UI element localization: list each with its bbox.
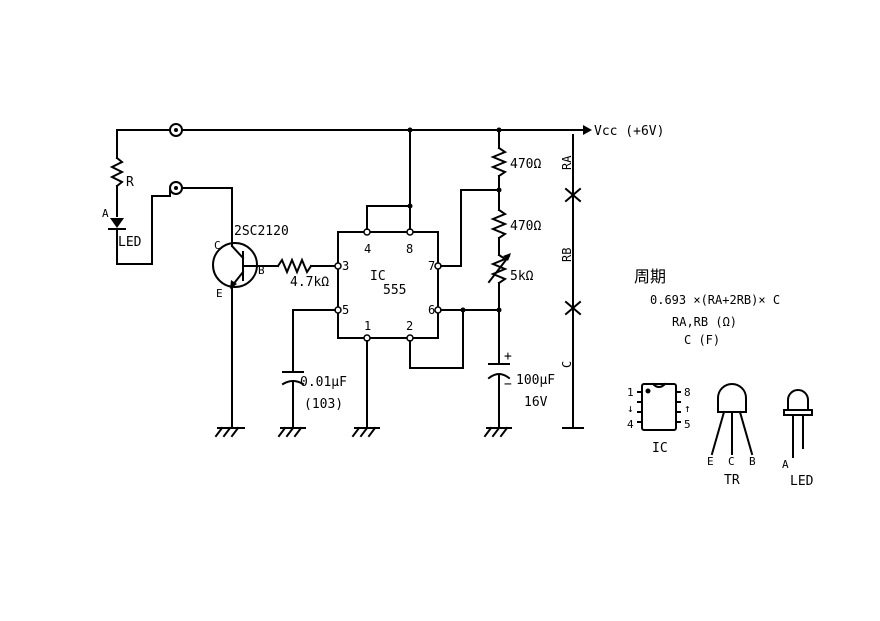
ground-pin1: [351, 426, 380, 438]
control-cap-value: 0.01μF: [300, 375, 347, 390]
led-symbol: [108, 189, 171, 265]
resistor-base-label: 4.7kΩ: [290, 275, 329, 290]
resistor-ra: [490, 127, 508, 211]
trigger-threshold-wiring: [409, 307, 502, 369]
ic-number: 555: [383, 283, 406, 298]
ic-pinout-left-3: 4: [627, 418, 634, 431]
vcc-label: Vcc (+6V): [594, 124, 664, 139]
transistor-pinout-b: B: [749, 455, 756, 468]
variable-resistor-label: 5kΩ: [510, 269, 534, 284]
resistor-base: [276, 257, 339, 275]
ic-pin-3: 3: [342, 259, 349, 273]
transistor-label: 2SC2120: [234, 224, 289, 239]
ic-name: IC: [370, 269, 386, 284]
ic-pin-6: 6: [428, 303, 435, 317]
transistor-pinout-e: E: [707, 455, 714, 468]
dimension-ra: RA: [560, 155, 574, 170]
formula-units-r: RA,RB (Ω): [672, 315, 737, 329]
resistor-ra-label: 470Ω: [510, 157, 541, 172]
dimension-c: C: [560, 361, 574, 368]
terminal-top: [169, 123, 183, 137]
timing-cap: [487, 363, 511, 429]
transistor-pin-b: B: [258, 264, 265, 277]
transistor-pinout-icon: [710, 383, 754, 456]
ic-supply-wiring: [366, 127, 413, 230]
resistor-rb: [490, 208, 508, 256]
control-cap-code: (103): [304, 397, 343, 412]
formula-title: 周期: [634, 267, 666, 286]
ic-pinout-left-2: ↓: [627, 402, 634, 415]
transistor-pin-e: E: [216, 287, 223, 300]
resistor-r: [109, 129, 125, 217]
transistor-pinout-c: C: [728, 455, 735, 468]
transistor-pinout-label: TR: [724, 473, 740, 488]
ic-pinout-right-3: 5: [684, 418, 691, 431]
dimension-rb: RB: [560, 248, 574, 262]
dimension-line: [562, 134, 584, 429]
led-pinout-anode: A: [782, 458, 789, 471]
formula-units-c: C (F): [684, 333, 720, 347]
formula-expression: 0.693 ×(RA+2RB)× C: [650, 293, 780, 307]
ground-control-cap: [277, 426, 306, 438]
ic-pin-5: 5: [342, 303, 349, 317]
led-pinout-icon: [783, 389, 813, 458]
resistor-r-label: R: [126, 175, 134, 190]
led-pinout-label: LED: [790, 474, 814, 489]
ic-pinout-icon: [637, 382, 681, 431]
ic-pinout-right-1: 8: [684, 386, 691, 399]
transistor-pin-c: C: [214, 239, 221, 252]
transistor-symbol: [181, 187, 279, 429]
led-label: LED: [118, 235, 142, 250]
terminal-bottom: [169, 181, 183, 195]
ic-pinout-label: IC: [652, 441, 668, 456]
ic-pin-8: 8: [406, 242, 413, 256]
timing-cap-value: 100μF: [516, 373, 555, 388]
ground-transistor: [214, 426, 245, 438]
ic-555-body: [337, 231, 439, 339]
control-cap: [281, 309, 336, 429]
ground-timing-cap: [483, 426, 512, 438]
ic-pin-1: 1: [364, 319, 371, 333]
led-anode-label: A: [102, 207, 109, 220]
discharge-wiring: [440, 187, 502, 267]
timing-cap-voltage: 16V: [524, 395, 548, 410]
timing-cap-minus: −: [504, 377, 512, 392]
timing-cap-plus: +: [504, 349, 512, 364]
ic-pin-4: 4: [364, 242, 371, 256]
ic-pinout-left-1: 1: [627, 386, 634, 399]
ic-pin-7: 7: [428, 259, 435, 273]
ic-pin-2: 2: [406, 319, 413, 333]
vcc-rail: [116, 125, 592, 135]
ic-pinout-right-2: ↑: [684, 402, 691, 415]
resistor-rb-label: 470Ω: [510, 219, 541, 234]
variable-resistor: [487, 253, 511, 363]
